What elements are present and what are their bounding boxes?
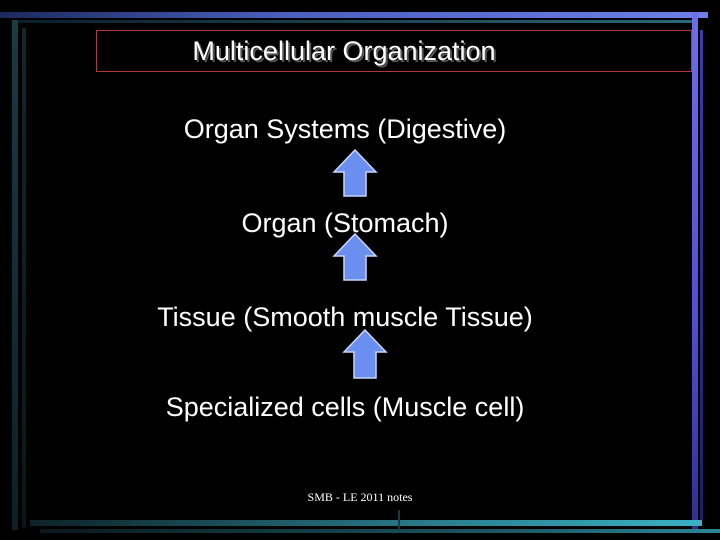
level-organ: Organ (Stomach) (241, 208, 449, 238)
slide-title: Multicellular Organization (192, 35, 496, 66)
up-arrow-icon (332, 148, 378, 197)
level-tissue: Tissue (Smooth muscle Tissue) (157, 302, 533, 332)
frame-left-bar (12, 20, 18, 530)
frame-bottom-inner-bar (40, 529, 720, 533)
frame-right-bar (692, 12, 698, 532)
frame-top-inner-bar (12, 20, 692, 23)
level-organ-systems: Organ Systems (Digestive) (183, 114, 507, 144)
up-arrow-icon (332, 232, 378, 281)
frame-top-bar (0, 12, 708, 18)
up-arrow-icon (342, 328, 388, 379)
frame-bottom-bar (30, 520, 702, 526)
slide-footer: SMB - LE 2011 notes (307, 490, 413, 504)
frame-bottom-tick (398, 510, 400, 530)
level-specialized-cells: Specialized cells (Muscle cell) (165, 392, 525, 422)
frame-left-inner-bar (22, 28, 26, 528)
title-frame (96, 30, 692, 72)
frame-right-inner-bar (700, 30, 703, 520)
